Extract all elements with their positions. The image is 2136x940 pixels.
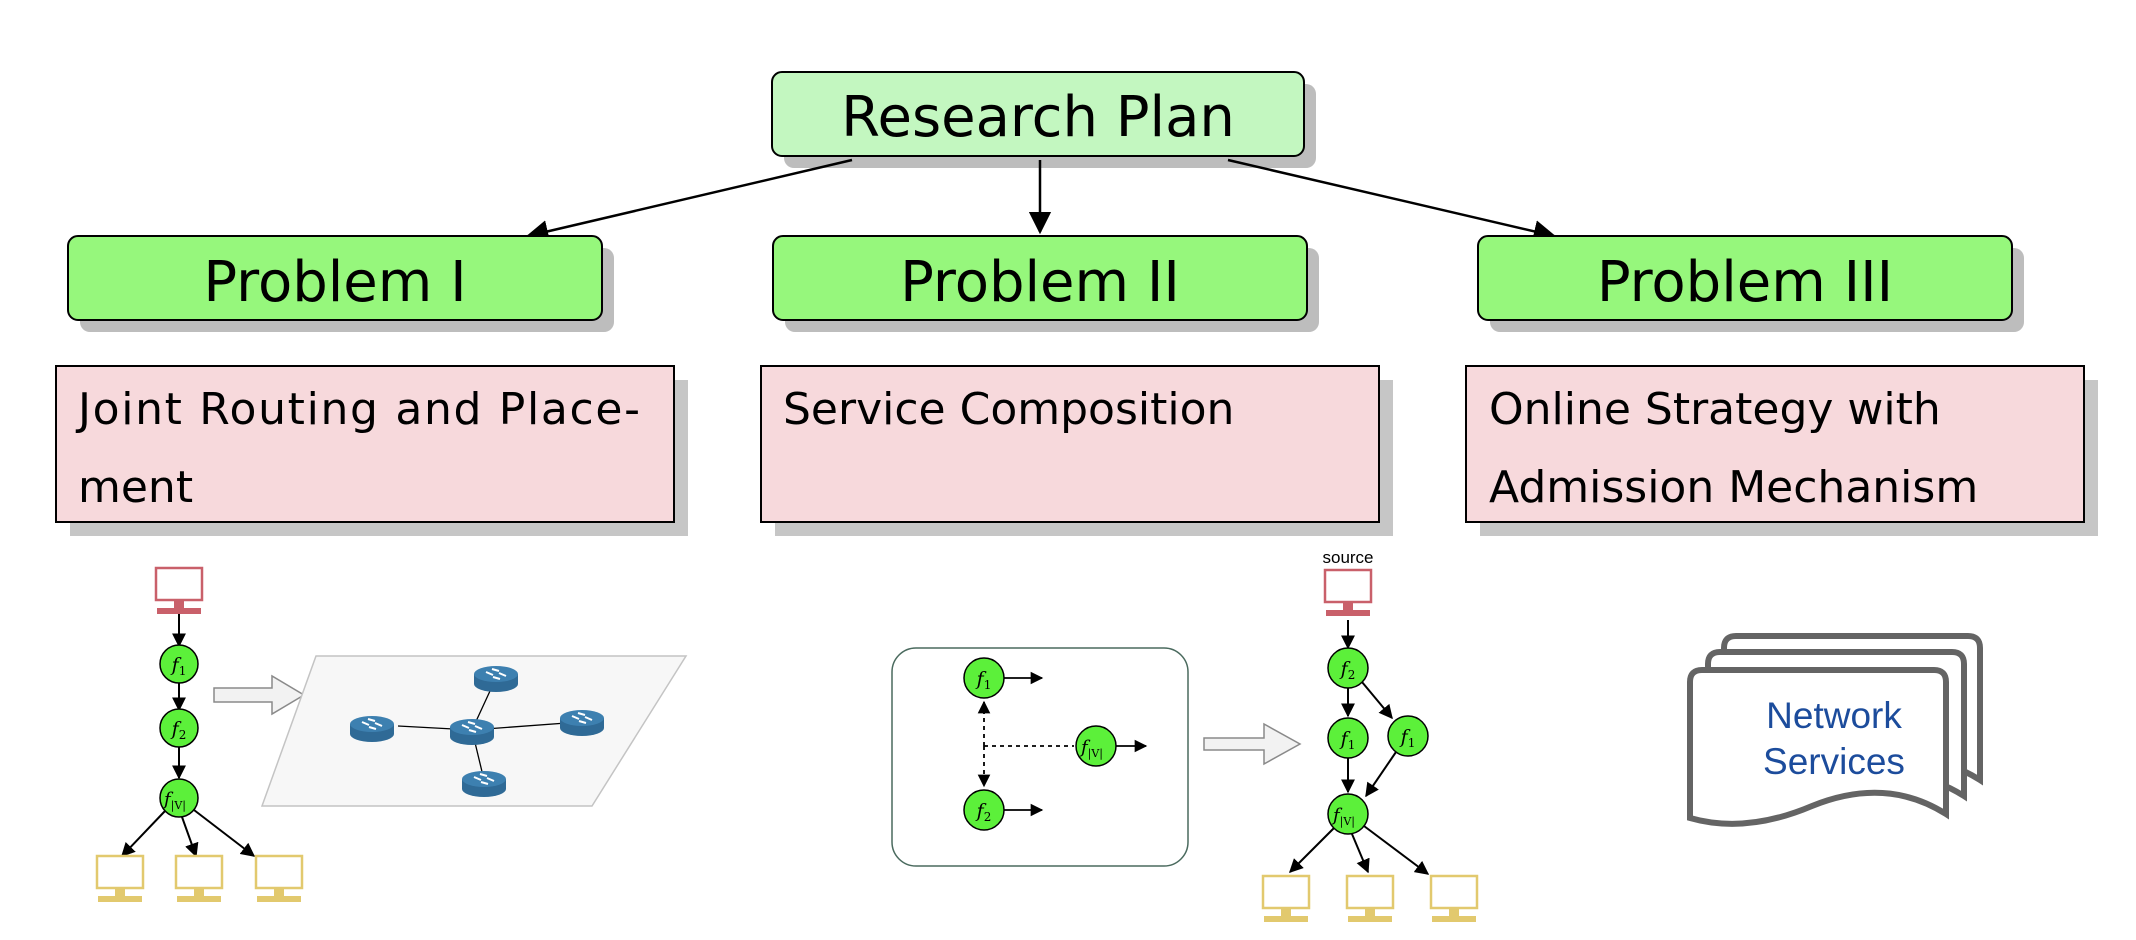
svg-text:f1: f1 [1339,728,1356,752]
svg-text:f|V|: f|V| [1079,737,1103,761]
service-chain-illustration: f1 f2 f|V| [95,566,688,904]
composition-arrow [1203,722,1302,766]
router-icon [473,665,519,693]
composition-node-f2: f2 [963,789,1005,831]
problem-1-description-line-2: ment [78,462,193,513]
problem-3-description: Online Strategy with Admission Mechanism [1465,365,2098,536]
sink-computer-icon [174,854,224,904]
router-icon [349,715,395,743]
network-services-illustration: Network Services [1687,633,1983,827]
source-label: source [1322,548,1373,567]
composition-node-f1: f1 [963,657,1005,699]
service-composition-illustration: f1 f|V| f2 source f2 f1 [891,548,1479,924]
sink-computer-icon [1429,874,1479,924]
research-plan-node: Research Plan [771,71,1316,168]
graph-node-fv: f|V| [1327,793,1369,835]
network-services-line-1: Network [1766,695,1902,736]
problem-3-node: Problem III [1477,235,2024,332]
sink-computer-icon [1345,874,1395,924]
sink-computer-icon [254,854,304,904]
problem-3-label: Problem III [1597,250,1893,315]
problem-1-description-line-1: Joint Routing and Place- [75,384,640,435]
sink-computer-icon [1261,874,1311,924]
svg-text:f1: f1 [170,654,187,678]
sink-computer-icon [95,854,145,904]
graph-node-f1-left: f1 [1327,717,1369,759]
research-plan-label: Research Plan [841,85,1235,150]
problem-1-description: Joint Routing and Place- ment [55,365,688,536]
function-node-f2: f2 [159,708,199,748]
svg-text:f2: f2 [975,800,992,824]
composition-box [891,647,1189,867]
problem-3-description-line-1: Online Strategy with [1489,384,1941,435]
problem-2-description-line-1: Service Composition [783,384,1234,435]
composition-dashed-links [977,700,1074,788]
problem-1-label: Problem I [203,250,466,315]
problem-1-node: Problem I [67,235,614,332]
problem-2-label: Problem II [900,250,1180,315]
function-node-f1: f1 [159,644,199,684]
problem-2-node: Problem II [772,235,1319,332]
problem-3-description-line-2: Admission Mechanism [1489,462,1978,513]
svg-text:f2: f2 [170,718,187,742]
source-computer-icon [154,566,204,616]
router-icon [449,718,495,746]
graph-node-f1-right: f1 [1387,715,1429,757]
network-services-line-2: Services [1763,741,1905,782]
mapping-arrow [213,674,306,716]
source-computer-icon [1323,568,1373,618]
svg-text:f2: f2 [1339,658,1356,682]
router-icon [461,770,507,798]
svg-text:f1: f1 [975,668,992,692]
problem-2-description: Service Composition [760,365,1393,536]
root-connectors [525,158,1557,243]
composition-node-fv: f|V| [1075,725,1117,767]
function-node-fv: f|V| [159,778,199,818]
router-icon [559,709,605,737]
svg-text:f1: f1 [1399,726,1416,750]
